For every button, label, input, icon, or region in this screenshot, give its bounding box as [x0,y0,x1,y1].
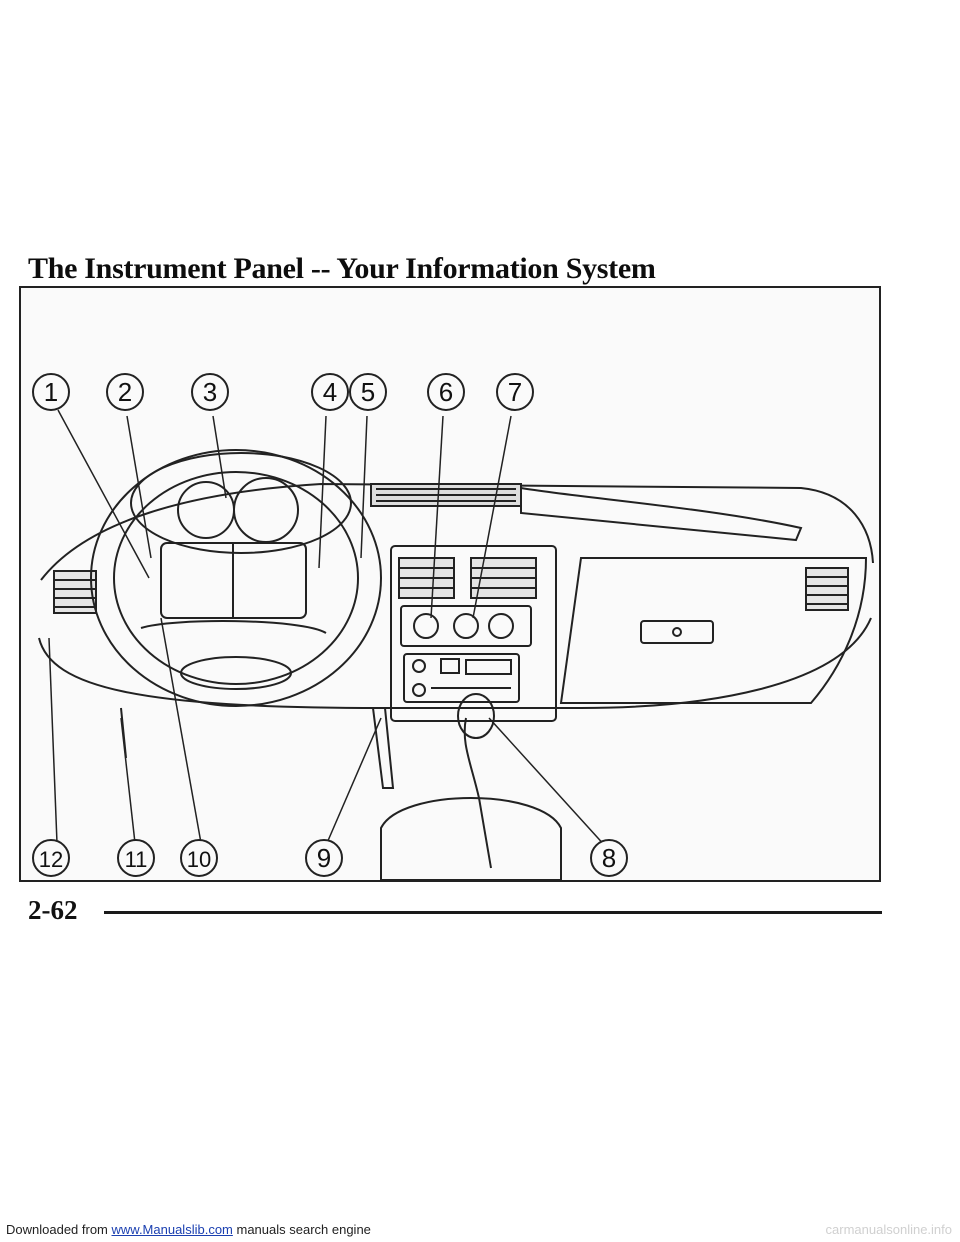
callout-label: 4 [323,377,337,407]
callout-label: 8 [602,843,616,873]
callout-label: 9 [317,843,331,873]
footer-rule [104,911,882,914]
callout-label: 3 [203,377,217,407]
callout-circle [32,373,70,411]
shift-lever [463,717,492,869]
callout-circle [191,373,229,411]
watermark: carmanualsonline.info [825,1222,952,1237]
footer-prefix: Downloaded from [6,1222,112,1237]
callout-label: 5 [361,377,375,407]
page-title: The Instrument Panel -- Your Information… [28,252,656,285]
dashboard-drawing: 1 2 3 4 5 6 7 12 11 10 9 8 [32,373,874,880]
instrument-panel-illustration: 1 2 3 4 5 6 7 12 11 10 9 8 [19,286,881,882]
parking-brake [371,707,395,789]
callout-circle [32,839,70,877]
glovebox-door [559,557,868,704]
callout-circle [590,839,628,877]
upper-glovebox [520,486,803,542]
callout-circle [496,373,534,411]
callout-circle [427,373,465,411]
console [380,797,562,880]
callout-label: 10 [187,847,211,872]
callout-circle [117,839,155,877]
page-number: 2-62 [28,895,78,925]
callout-circle [180,839,218,877]
dash-outline [40,482,874,581]
callout-circle [305,839,343,877]
manualslib-link[interactable]: www.Manualslib.com [111,1222,233,1237]
callout-label: 2 [118,377,132,407]
steering-wheel [90,449,382,707]
callout-label: 1 [44,377,58,407]
callout-label: 6 [439,377,453,407]
glovebox-latch [640,620,714,644]
callout-circle [106,373,144,411]
callout-circle [311,373,349,411]
footer-suffix: manuals search engine [232,1222,371,1237]
instrument-cluster [130,452,352,554]
center-stack [390,545,557,722]
callout-circle [349,373,387,411]
climate-panel [400,605,532,647]
callout-label: 12 [39,847,63,872]
download-footer: Downloaded from www.Manualslib.com manua… [6,1222,371,1237]
callout-label: 11 [125,847,148,872]
callout-label: 7 [508,377,522,407]
